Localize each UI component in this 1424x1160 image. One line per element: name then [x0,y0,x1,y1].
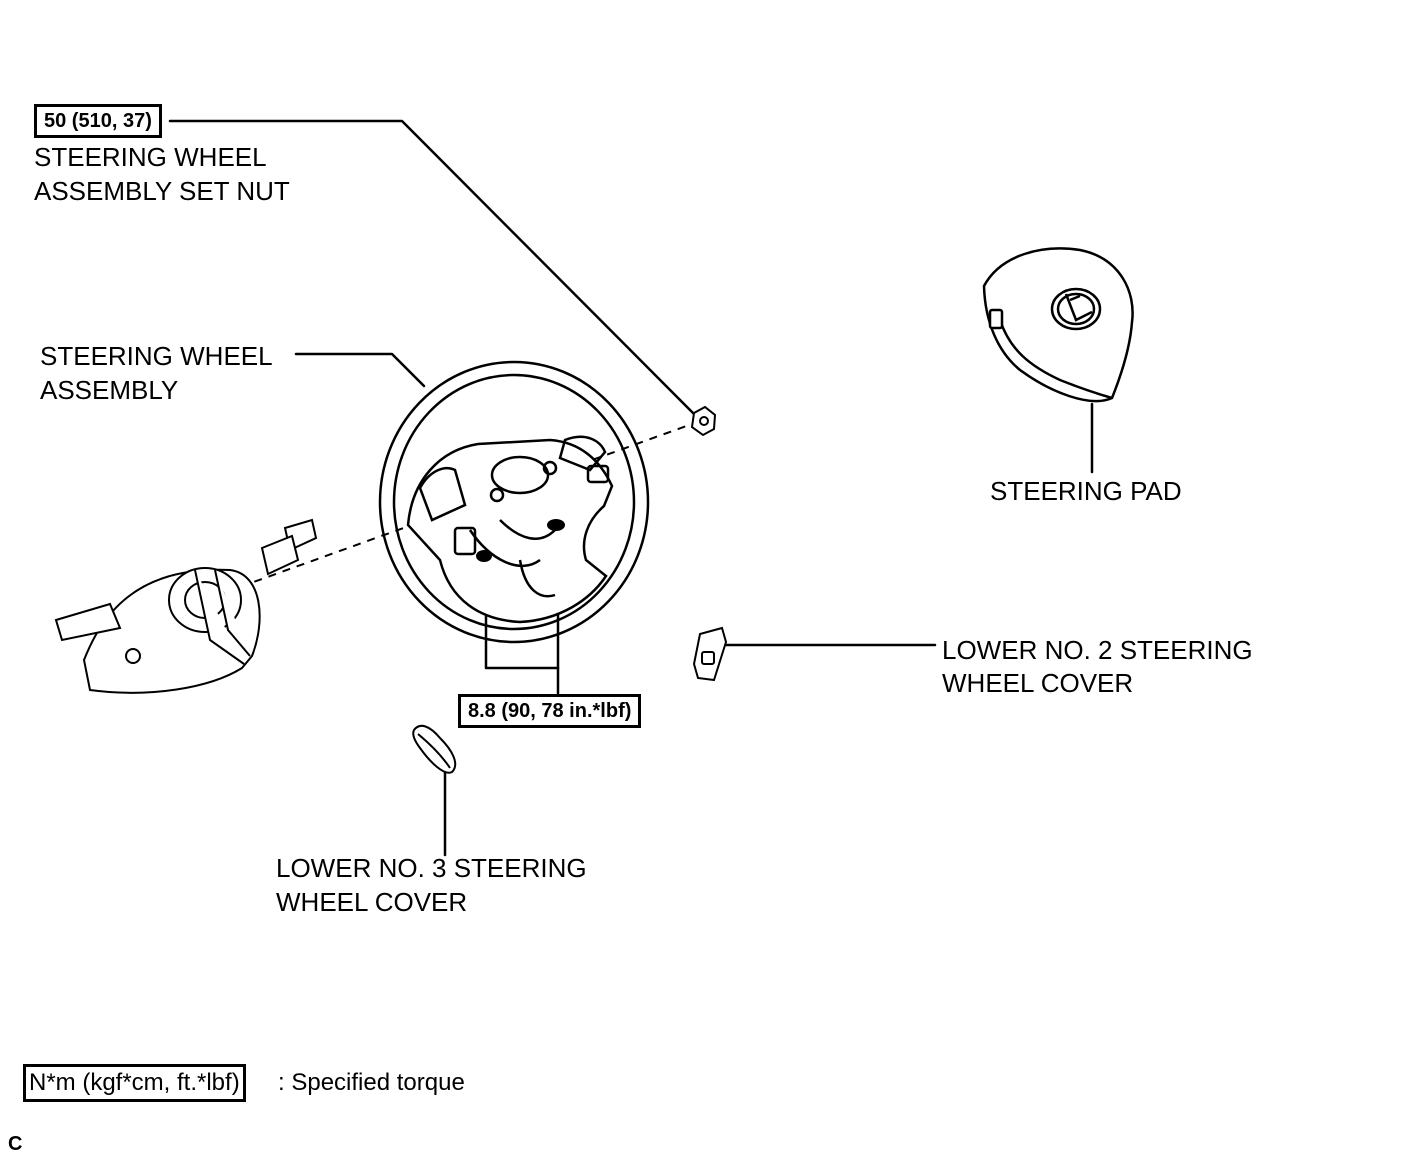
lower-no2-cover-label-line2: WHEEL COVER [942,668,1134,698]
set-nut-icon [690,405,717,437]
connector-screw-right-icon [547,519,565,531]
lower-no3-cover-label-line1: LOWER NO. 3 STEERING [276,853,587,883]
torque-legend-meaning: : Specified torque [278,1069,465,1096]
steering-pad-label: STEERING PAD [990,476,1182,506]
corner-mark: C [8,1133,23,1155]
connector-torque-box: 8.8 (90, 78 in.*lbf) [458,694,642,728]
set-nut-label-line1: STEERING WHEEL [34,142,267,172]
spiral-cable-icon [54,518,318,694]
leader-steering-wheel [294,352,426,388]
steering-wheel-label-line1: STEERING WHEEL [40,341,273,371]
lower-no3-cover-icon [412,724,457,774]
set-nut-label-line2: ASSEMBLY SET NUT [34,176,290,206]
lower-no2-cover-label-line1: LOWER NO. 2 STEERING [942,635,1253,665]
steering-wheel-icon [378,360,650,644]
connector-screw-left-icon [476,550,492,562]
steering-pad-icon [982,247,1134,403]
torque-legend-unit: N*m (kgf*cm, ft.*lbf) [23,1064,246,1102]
leader-set-nut [168,119,700,420]
set-nut-torque-box: 50 (510, 37) [34,104,162,138]
steering-wheel-label-line2: ASSEMBLY [40,375,179,405]
lower-no2-cover-icon [692,626,728,682]
lower-no3-cover-label-line2: WHEEL COVER [276,887,468,917]
